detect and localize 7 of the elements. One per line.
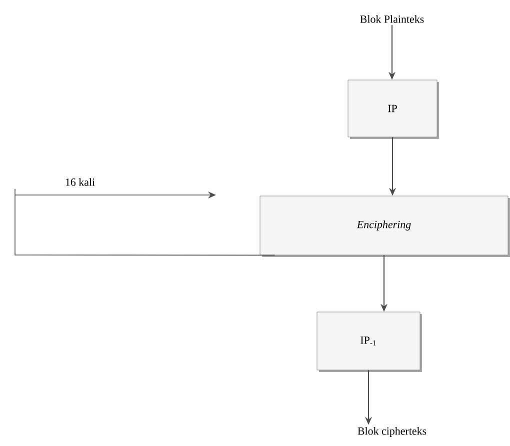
process-box: Enciphering	[260, 196, 510, 257]
text-label: Blok cipherteks	[358, 427, 426, 437]
edge-label: 16 kali	[66, 178, 95, 186]
text-label: Blok Plainteks	[360, 15, 424, 23]
process-box: IP	[348, 80, 439, 139]
loop-arrow	[14, 188, 276, 256]
process-box: IP$_{-1}$	[316, 312, 422, 372]
